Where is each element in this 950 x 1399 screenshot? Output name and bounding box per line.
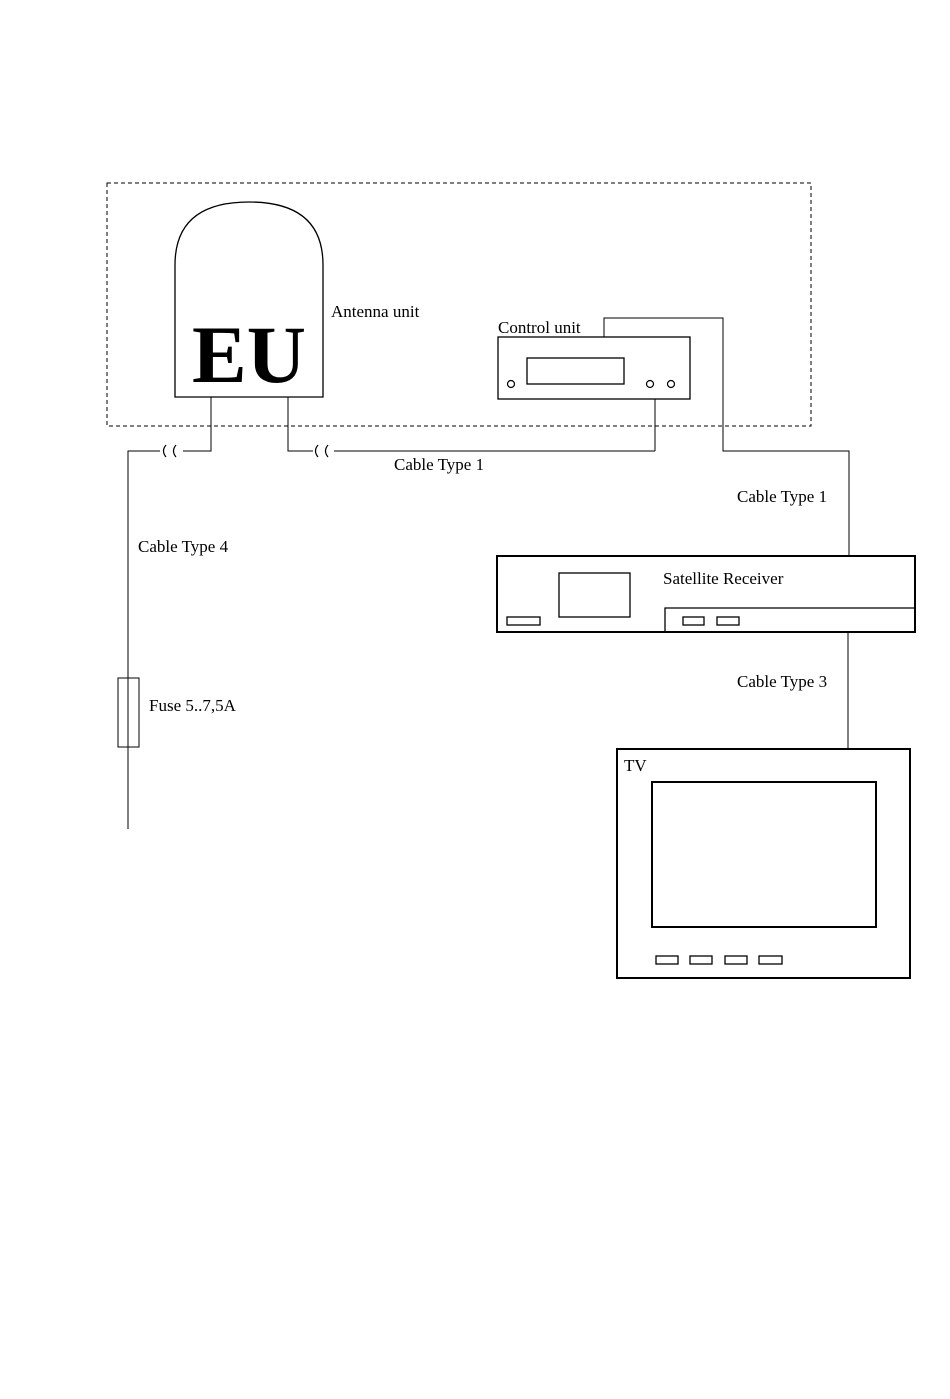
antenna-unit-label: Antenna unit (331, 302, 420, 321)
antenna-unit: EU (175, 202, 323, 400)
cable-antenna-to-control (288, 397, 313, 451)
control-unit-knob-right-1 (647, 381, 654, 388)
cable-break-symbol-1 (316, 445, 329, 457)
eu-logo: EU (192, 309, 306, 400)
cable-power-supply-line (128, 451, 160, 678)
satellite-receiver-label: Satellite Receiver (663, 569, 784, 588)
cable-type-1-receiver-label: Cable Type 1 (737, 487, 827, 506)
receiver-body (497, 556, 915, 632)
cable-type-4-label: Cable Type 4 (138, 537, 229, 556)
control-unit-label: Control unit (498, 318, 581, 337)
cable-break-symbol-2 (164, 445, 177, 457)
tv-body (617, 749, 910, 978)
cable-type-1-antenna-label: Cable Type 1 (394, 455, 484, 474)
satellite-receiver (497, 556, 915, 632)
control-unit-knob-right-2 (668, 381, 675, 388)
control-unit (498, 337, 690, 399)
fuse-label: Fuse 5..7,5A (149, 696, 237, 715)
control-unit-knob-left (508, 381, 515, 388)
cable-power-to-antenna (183, 397, 211, 451)
tv (617, 749, 910, 978)
tv-label: TV (624, 756, 647, 775)
cable-type-3-label: Cable Type 3 (737, 672, 827, 691)
